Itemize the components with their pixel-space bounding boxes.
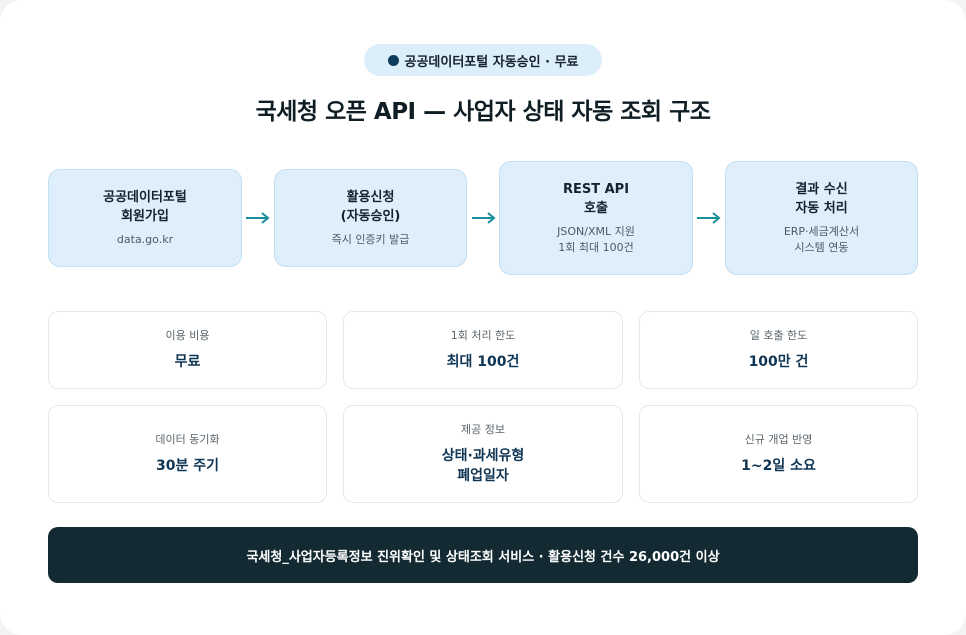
stat-value: 1~2일 소요 [741, 458, 816, 474]
step-title-line: 자동 처리 [795, 201, 848, 216]
step-signup: 공공데이터포털 회원가입 data.go.kr [48, 169, 242, 267]
stat-label: 1회 처리 한도 [450, 329, 516, 342]
stat-value: 상태·과세유형 [441, 448, 525, 464]
step-title-line: 결과 수신 [795, 182, 848, 197]
arrow-right-icon [697, 212, 721, 224]
dot-icon [387, 54, 399, 66]
step-title-line: 회원가입 [121, 209, 169, 224]
step-sub-line: ERP·세금계산서 [783, 225, 860, 238]
stat-cost: 이용 비용 무료 [48, 311, 327, 389]
stat-value: 30분 주기 [156, 458, 219, 474]
footer-banner: 국세청_사업자등록정보 진위확인 및 상태조회 서비스 · 활용신청 건수 26… [48, 527, 918, 583]
stat-value: 100만 건 [748, 354, 809, 370]
stat-label: 데이터 동기화 [155, 433, 220, 446]
step-sub-line: data.go.kr [116, 233, 174, 246]
stat-label: 신규 개업 반영 [744, 433, 813, 446]
stat-batch-limit: 1회 처리 한도 최대 100건 [343, 311, 623, 389]
stat-label: 일 호출 한도 [749, 329, 808, 342]
arrow-right-icon [246, 212, 270, 224]
stat-info: 제공 정보 상태·과세유형 폐업일자 [343, 405, 623, 503]
stat-daily-limit: 일 호출 한도 100만 건 [639, 311, 918, 389]
step-apply: 활용신청 (자동승인) 즉시 인증키 발급 [274, 169, 467, 267]
stat-sync: 데이터 동기화 30분 주기 [48, 405, 327, 503]
arrow-right-icon [472, 212, 496, 224]
step-result: 결과 수신 자동 처리 ERP·세금계산서 시스템 연동 [725, 161, 918, 275]
stat-label: 이용 비용 [165, 329, 210, 342]
footer-text: 국세청_사업자등록정보 진위확인 및 상태조회 서비스 · 활용신청 건수 26… [246, 549, 720, 565]
page-title: 국세청 오픈 API — 사업자 상태 자동 조회 구조 [255, 99, 711, 125]
step-title-line: 활용신청 [346, 190, 395, 205]
step-title-line: (자동승인) [340, 209, 401, 224]
status-badge: 공공데이터포털 자동승인 · 무료 [364, 44, 602, 76]
step-title-line: 호출 [584, 201, 608, 216]
stat-value: 무료 [174, 354, 201, 370]
stat-value: 폐업일자 [457, 468, 509, 484]
step-sub-line: 즉시 인증키 발급 [331, 233, 410, 246]
step-sub-line: 1회 최대 100건 [558, 241, 634, 254]
stat-label: 제공 정보 [461, 423, 505, 436]
stat-new-business: 신규 개업 반영 1~2일 소요 [639, 405, 918, 503]
stat-value: 최대 100건 [446, 354, 520, 370]
step-sub-line: JSON/XML 지원 [557, 225, 635, 238]
badge-label: 공공데이터포털 자동승인 · 무료 [404, 54, 579, 70]
step-sub-line: 시스템 연동 [794, 241, 849, 254]
step-api-call: REST API 호출 JSON/XML 지원 1회 최대 100건 [499, 161, 693, 275]
step-title-line: 공공데이터포털 [103, 190, 187, 205]
step-title-line: REST API [562, 182, 630, 197]
